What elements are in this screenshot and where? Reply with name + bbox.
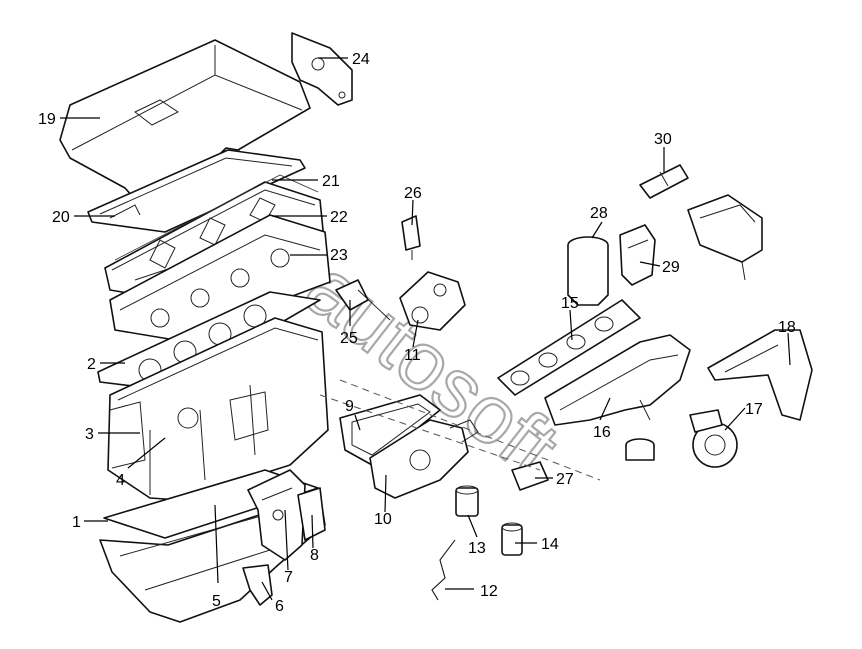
small-bracket (242, 564, 273, 606)
callout-14: 14 (541, 536, 559, 553)
callout-3: 3 (85, 426, 94, 443)
engine-mount-bracket (247, 469, 326, 561)
callout-5: 5 (212, 593, 221, 610)
oil-pipe (431, 539, 456, 601)
callout-20: 20 (52, 209, 70, 226)
callout-10: 10 (374, 511, 392, 528)
vacuum-pump (399, 271, 466, 331)
callout-18: 18 (778, 319, 796, 336)
callout-9: 9 (345, 398, 354, 415)
callout-30: 30 (654, 131, 672, 148)
fuel-filter-28 (567, 236, 609, 306)
callout-13: 13 (468, 540, 486, 557)
callout-24: 24 (352, 51, 370, 68)
callout-7: 7 (284, 569, 293, 586)
leader-lines (60, 57, 791, 601)
manifold-gasket (497, 299, 641, 396)
reservoir (687, 194, 763, 281)
callout-8: 8 (310, 547, 319, 564)
callout-22: 22 (330, 209, 348, 226)
callout-19: 19 (38, 111, 56, 128)
callout-2: 2 (87, 356, 96, 373)
oil-pump (369, 419, 479, 499)
callout-17: 17 (745, 401, 763, 418)
relay-30 (639, 164, 689, 199)
callout-labels: 19 20 24 21 22 23 2 3 4 1 5 6 7 8 9 10 1… (38, 51, 796, 615)
assembly-lines (319, 379, 601, 481)
callout-15: 15 (561, 295, 579, 312)
cylinder-head (109, 214, 331, 341)
oil-filter (501, 522, 523, 556)
callout-28: 28 (590, 205, 608, 222)
actuator (625, 438, 655, 461)
callout-27: 27 (556, 471, 574, 488)
callout-12: 12 (480, 583, 498, 600)
callout-1: 1 (72, 514, 81, 531)
callout-23: 23 (330, 247, 348, 264)
turbocharger (689, 409, 738, 468)
callout-4: 4 (116, 472, 125, 489)
heat-shield (707, 329, 813, 421)
callout-6: 6 (275, 598, 284, 615)
sensor-25 (335, 279, 391, 321)
bracket-27 (511, 461, 549, 491)
fuel-filter-29 (619, 224, 656, 286)
check-valve (455, 485, 479, 517)
callout-25: 25 (340, 330, 358, 347)
cover-bracket (291, 32, 353, 106)
callout-29: 29 (662, 259, 680, 276)
callout-11: 11 (404, 347, 421, 364)
engine-block (107, 317, 329, 501)
sensor-26 (401, 215, 421, 260)
callout-21: 21 (322, 173, 340, 190)
cover-gasket (87, 149, 306, 233)
callout-26: 26 (404, 185, 422, 202)
exhaust-manifold (544, 334, 691, 426)
callout-16: 16 (593, 424, 611, 441)
